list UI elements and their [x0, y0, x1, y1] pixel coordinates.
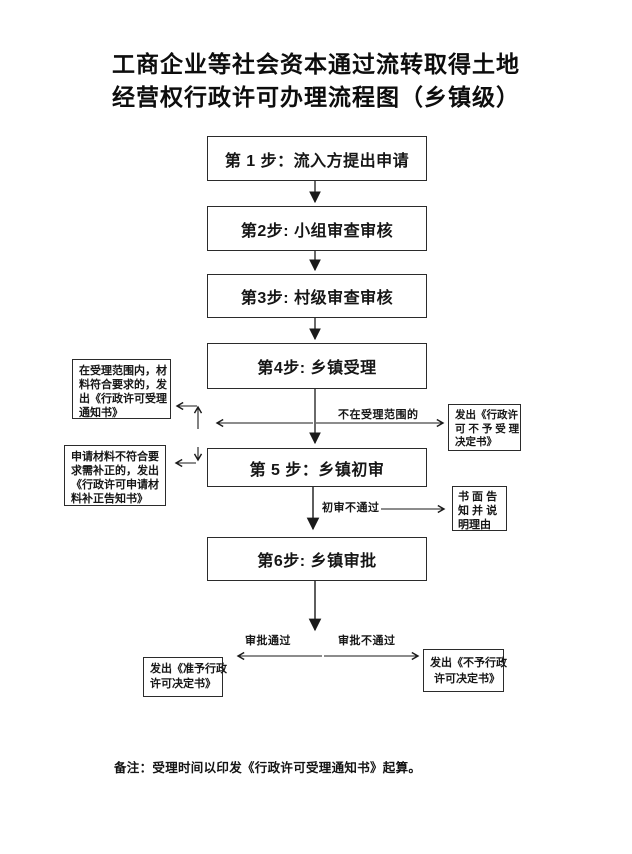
flow-step-2: 第2步: 小组审查审核: [207, 206, 427, 251]
deny-decision-line: 发出《不予行政: [430, 657, 507, 669]
accept-notice-line: 通知书》: [79, 407, 123, 419]
flow-step-6: 第6步: 乡镇审批: [207, 537, 427, 581]
correction-notice-line: 《行政许可申请材: [71, 479, 159, 491]
correction-notice-line: 申请材料不符合要: [71, 451, 159, 463]
edge-label-initial-review-fail: 初审不通过: [322, 502, 380, 514]
side-box-correction-notice: 申请材料不符合要 求需补正的，发出 《行政许可申请材 料补正告知书》: [64, 445, 166, 506]
flow-step-1: 第 1 步：流入方提出申请: [207, 136, 427, 181]
flow-step-4-label: 第4步: 乡镇受理: [257, 360, 377, 377]
correction-notice-line: 料补正告知书》: [71, 493, 148, 505]
flow-step-1-label: 第 1 步：流入方提出申请: [224, 152, 410, 170]
reject-acceptance-line: 决定书》: [455, 436, 497, 448]
accept-notice-line: 在受理范围内，材: [79, 365, 167, 377]
flow-step-4: 第4步: 乡镇受理: [207, 343, 427, 389]
flow-step-5-label: 第 5 步：乡镇初审: [249, 461, 385, 479]
side-box-accept-notice: 在受理范围内，材 料符合要求的，发 出《行政许可受理 通知书》: [72, 359, 171, 419]
flow-step-5: 第 5 步：乡镇初审: [207, 448, 427, 487]
written-notice-line: 书 面 告: [458, 491, 498, 503]
edge-label-not-in-scope: 不在受理范围的: [338, 409, 419, 421]
page-title-line1: 工商企业等社会资本通过流转取得土地: [112, 52, 520, 77]
elbow-to-accept-notice: [175, 401, 203, 429]
accept-notice-line: 料符合要求的，发: [79, 379, 167, 391]
correction-notice-line: 求需补正的，发出: [71, 465, 159, 477]
reject-acceptance-line: 可 不 予 受 理: [455, 422, 520, 435]
note-text: 备注：受理时间以印发《行政许可受理通知书》起算。: [114, 761, 422, 775]
elbow-to-correction-notice: [174, 447, 203, 468]
flow-step-3: 第3步: 村级审查审核: [207, 274, 427, 318]
flow-step-3-label: 第3步: 村级审查审核: [240, 290, 394, 307]
deny-decision-line: 许可决定书》: [434, 673, 500, 685]
page-title: 工商企业等社会资本通过流转取得土地 经营权行政许可办理流程图（乡镇级）: [0, 48, 632, 114]
side-box-deny-decision: 发出《不予行政 许可决定书》: [423, 649, 507, 692]
approve-decision-line: 发出《准予行政: [150, 663, 227, 675]
page-title-line2: 经营权行政许可办理流程图（乡镇级）: [112, 85, 520, 110]
flow-step-2-label: 第2步: 小组审查审核: [240, 222, 394, 240]
written-notice-line: 明理由: [458, 519, 491, 531]
approve-decision-line: 许可决定书》: [150, 678, 216, 690]
reject-acceptance-line: 发出《行政许: [455, 409, 518, 421]
side-box-reject-acceptance: 发出《行政许 可 不 予 受 理 决定书》: [448, 404, 521, 451]
side-box-written-notice: 书 面 告 知 并 说 明理由: [452, 486, 507, 531]
side-box-approve-decision: 发出《准予行政 许可决定书》: [143, 657, 227, 697]
edge-label-approval-pass: 审批通过: [245, 635, 291, 647]
flow-step-6-label: 第6步: 乡镇审批: [257, 553, 377, 570]
accept-notice-line: 出《行政许可受理: [79, 393, 167, 405]
edge-label-approval-fail: 审批不通过: [338, 635, 396, 647]
written-notice-line: 知 并 说: [458, 505, 498, 517]
